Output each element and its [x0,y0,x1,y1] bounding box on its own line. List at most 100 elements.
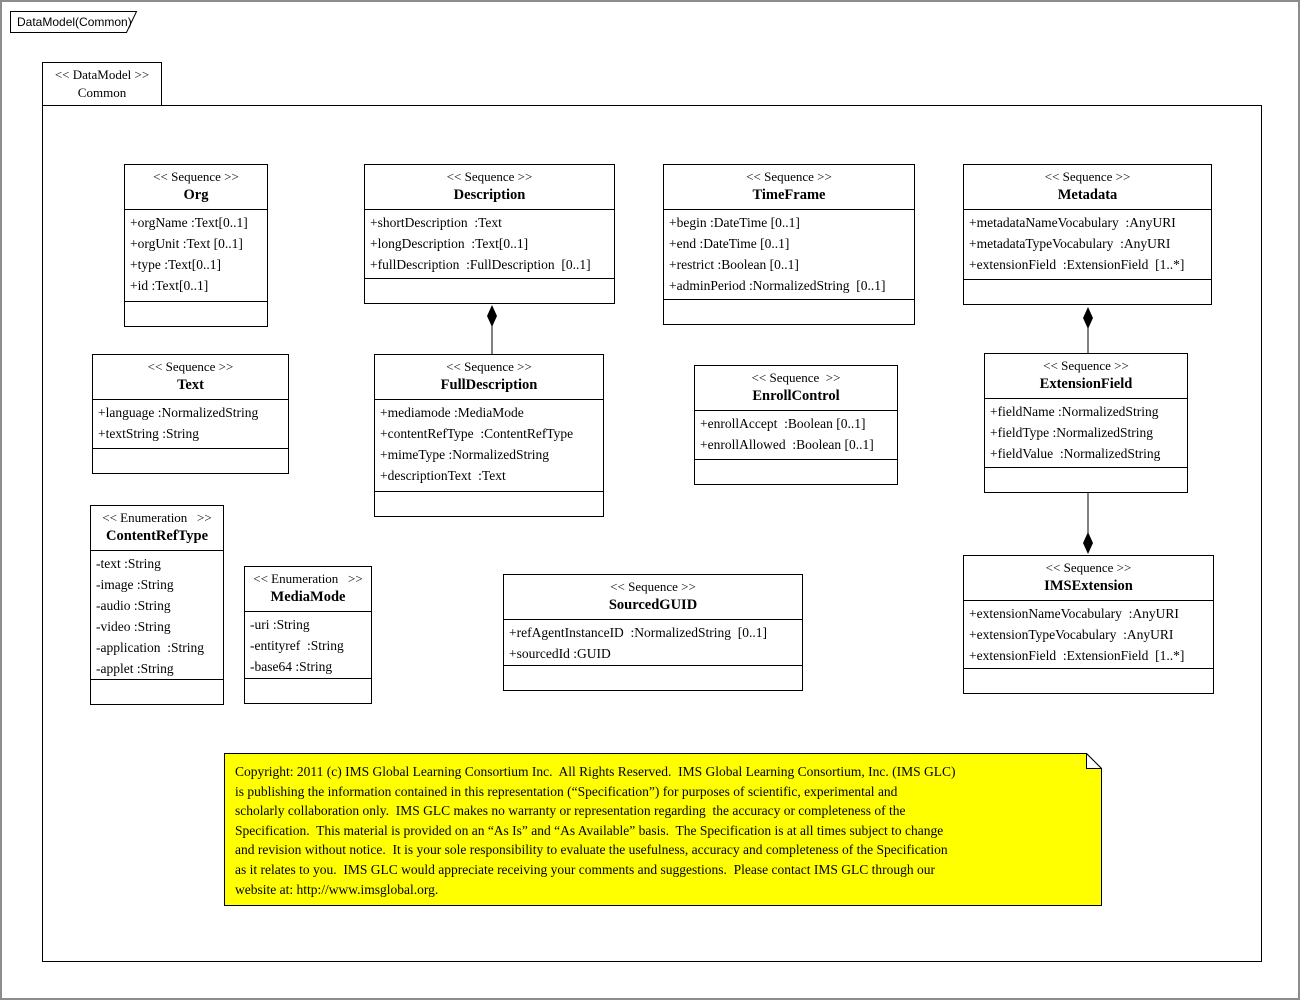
operations-compartment [664,299,914,324]
enum-literal: -audio :String [96,598,171,613]
class-org-attributes: +orgName :Text[0..1] +orgUnit :Text [0..… [125,210,267,301]
composition-imsextension-extensionfield [1081,493,1095,561]
attribute: +orgName :Text[0..1] [130,215,248,230]
note-line: Specification. This material is provided… [235,822,944,838]
enum-literal: -image :String [96,577,174,592]
class-fulldescription-header: << Sequence >> FullDescription [375,355,603,400]
class-name: Description [453,187,526,203]
attribute: +shortDescription :Text [370,215,502,230]
attribute: +metadataNameVocabulary :AnyURI [969,215,1176,230]
note-line: as it relates to you. IMS GLC would appr… [235,861,935,877]
diagram-tab-label: DataModel(Common) [17,15,132,29]
attribute: +contentRefType :ContentRefType [380,426,574,441]
package-header[interactable]: << DataModel >> Common [42,62,162,106]
note-line: Copyright: 2011 (c) IMS Global Learning … [235,764,956,779]
note-line: scholarly collaboration only. IMS GLC ma… [235,803,906,819]
attribute: +descriptionText :Text [380,468,506,483]
attribute: +type :Text[0..1] [130,257,222,272]
operations-compartment [504,665,802,690]
attribute: +fieldType :NormalizedString [990,425,1154,440]
class-description-header: << Sequence >> Description [365,165,614,210]
class-name: Org [183,187,209,203]
note-line: website at: http://www.imsglobal.org. [235,881,439,897]
note-line: is publishing the information contained … [235,783,898,799]
class-timeframe-header: << Sequence >> TimeFrame [664,165,914,210]
tab-shape-icon [10,11,138,33]
attribute: +adminPeriod :NormalizedString [0..1] [669,278,886,293]
attribute: +fieldName :NormalizedString [990,404,1159,419]
class-sourcedguid[interactable]: << Sequence >> SourcedGUID +refAgentInst… [503,574,803,691]
class-fulldescription-attributes: +mediamode :MediaMode +contentRefType :C… [375,400,603,491]
class-timeframe[interactable]: << Sequence >> TimeFrame +begin :DateTim… [663,164,915,325]
class-name: TimeFrame [752,187,826,203]
attribute: +fieldValue :NormalizedString [990,446,1161,461]
attribute: +language :NormalizedString [98,405,259,420]
composition-metadata-extensionfield [1081,306,1095,359]
class-fulldescription[interactable]: << Sequence >> FullDescription +mediamod… [374,354,604,517]
attribute: +orgUnit :Text [0..1] [130,236,243,251]
class-imsextension-attributes: +extensionNameVocabulary :AnyURI +extens… [964,601,1213,668]
operations-compartment [125,301,267,326]
enum-literal: -uri :String [250,617,310,632]
operations-compartment [964,279,1211,304]
copyright-note[interactable] [224,752,1103,911]
attribute: +begin :DateTime [0..1] [669,215,800,230]
operations-compartment [375,491,603,516]
class-name: FullDescription [440,377,538,393]
class-imsextension[interactable]: << Sequence >> IMSExtension +extensionNa… [963,555,1214,694]
composition-diamond-icon [1083,493,1093,554]
class-text[interactable]: << Sequence >> Text +language :Normalize… [92,354,289,474]
enum-literal: -application :String [96,640,204,655]
class-imsextension-header: << Sequence >> IMSExtension [964,556,1213,601]
attribute: +restrict :Boolean [0..1] [669,257,799,272]
attribute: +metadataTypeVocabulary :AnyURI [969,236,1171,251]
class-sourcedguid-header: << Sequence >> SourcedGUID [504,575,802,620]
class-name: Metadata [1057,187,1118,203]
class-extensionfield[interactable]: << Sequence >> ExtensionField +fieldName… [984,353,1188,493]
enum-mediamode-literals: -uri :String -entityref :String -base64 … [245,612,371,678]
class-timeframe-attributes: +begin :DateTime [0..1] +end :DateTime [… [664,210,914,299]
composition-diamond-icon [487,305,497,355]
class-name: Text [177,377,204,393]
attribute: +longDescription :Text[0..1] [370,236,529,251]
class-description-attributes: +shortDescription :Text +longDescription… [365,210,614,278]
enum-contentreftype-header: << Enumeration >> ContentRefType [91,506,223,551]
note-line: and revision without notice. It is your … [235,842,948,858]
enum-literal: -video :String [96,619,171,634]
attribute: +fullDescription :FullDescription [0..1] [370,257,591,272]
class-metadata-attributes: +metadataNameVocabulary :AnyURI +metadat… [964,210,1211,279]
note-shape-icon [224,752,1103,906]
operations-compartment [91,679,223,704]
class-extensionfield-header: << Sequence >> ExtensionField [985,354,1187,399]
diagram-tab[interactable]: DataModel(Common) [10,11,150,36]
class-metadata[interactable]: << Sequence >> Metadata +metadataNameVoc… [963,164,1212,305]
class-enrollcontrol[interactable]: << Sequence >> EnrollControl +enrollAcce… [694,365,898,485]
operations-compartment [245,678,371,703]
enum-mediamode-header: << Enumeration >> MediaMode [245,567,371,612]
attribute: +enrollAllowed :Boolean [0..1] [700,437,874,452]
enum-mediamode[interactable]: << Enumeration >> MediaMode -uri :String… [244,566,372,704]
class-text-attributes: +language :NormalizedString +textString … [93,400,288,448]
enum-literal: -text :String [96,556,161,571]
attribute: +enrollAccept :Boolean [0..1] [700,416,866,431]
class-org[interactable]: << Sequence >> Org +orgName :Text[0..1] … [124,164,268,327]
class-name: MediaMode [270,589,346,605]
class-description[interactable]: << Sequence >> Description +shortDescrip… [364,164,615,304]
attribute: +extensionField :ExtensionField [1..*] [969,257,1185,272]
attribute: +sourcedId :GUID [509,646,611,661]
composition-description-fulldescription [485,304,499,360]
class-name: SourcedGUID [608,597,698,613]
package-stereotype: << DataModel >> [54,67,150,82]
attribute: +end :DateTime [0..1] [669,236,790,251]
class-text-header: << Sequence >> Text [93,355,288,400]
enum-contentreftype[interactable]: << Enumeration >> ContentRefType -text :… [90,505,224,705]
attribute: +extensionField :ExtensionField [1..*] [969,648,1185,663]
class-enrollcontrol-attributes: +enrollAccept :Boolean [0..1] +enrollAll… [695,411,897,459]
operations-compartment [93,448,288,473]
class-extensionfield-attributes: +fieldName :NormalizedString +fieldType … [985,399,1187,467]
attribute: +mimeType :NormalizedString [380,447,550,462]
copyright-note-text: Copyright: 2011 (c) IMS Global Learning … [224,753,1102,906]
operations-compartment [365,278,614,303]
class-name: IMSExtension [1044,578,1133,594]
